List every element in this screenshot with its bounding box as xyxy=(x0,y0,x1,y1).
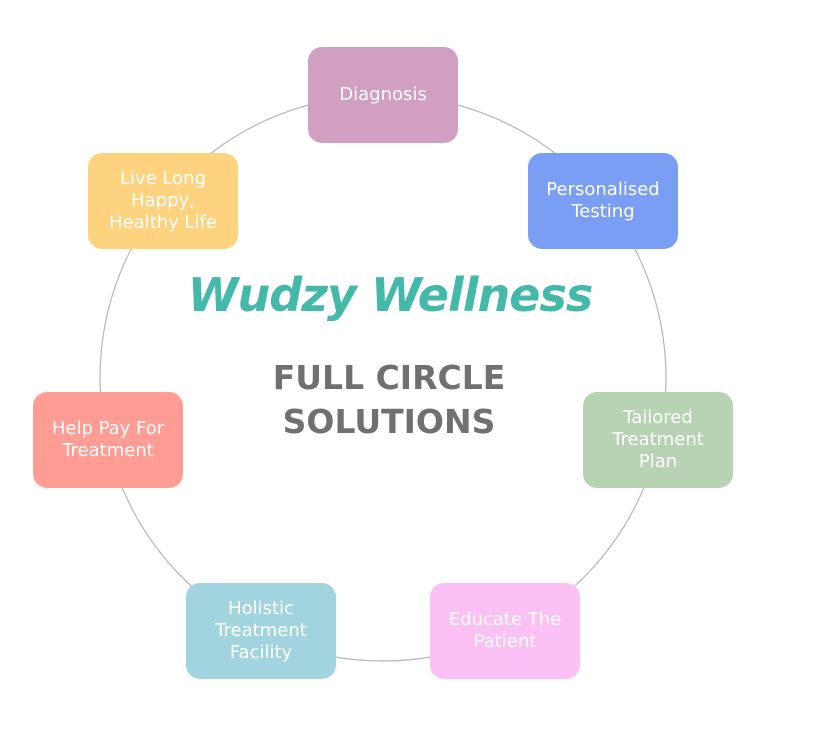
step-holistic-treatment-facility: Holistic Treatment Facility xyxy=(186,583,336,679)
subtitle-line-1: FULL CIRCLE xyxy=(272,358,506,397)
step-educate-the-patient: Educate The Patient xyxy=(430,583,580,679)
step-tailored-treatment-plan: Tailored Treatment Plan xyxy=(583,392,733,488)
subtitle: FULL CIRCLE SOLUTIONS xyxy=(230,356,548,444)
step-diagnosis: Diagnosis xyxy=(308,47,458,143)
step-help-pay-for-treatment: Help Pay For Treatment xyxy=(33,392,183,488)
brand-title: Wudzy Wellness xyxy=(187,268,593,322)
subtitle-line-2: SOLUTIONS xyxy=(282,402,496,441)
step-personalised-testing: Personalised Testing xyxy=(528,153,678,249)
step-live-long-healthy-life: Live Long Happy, Healthy Life xyxy=(88,153,238,249)
